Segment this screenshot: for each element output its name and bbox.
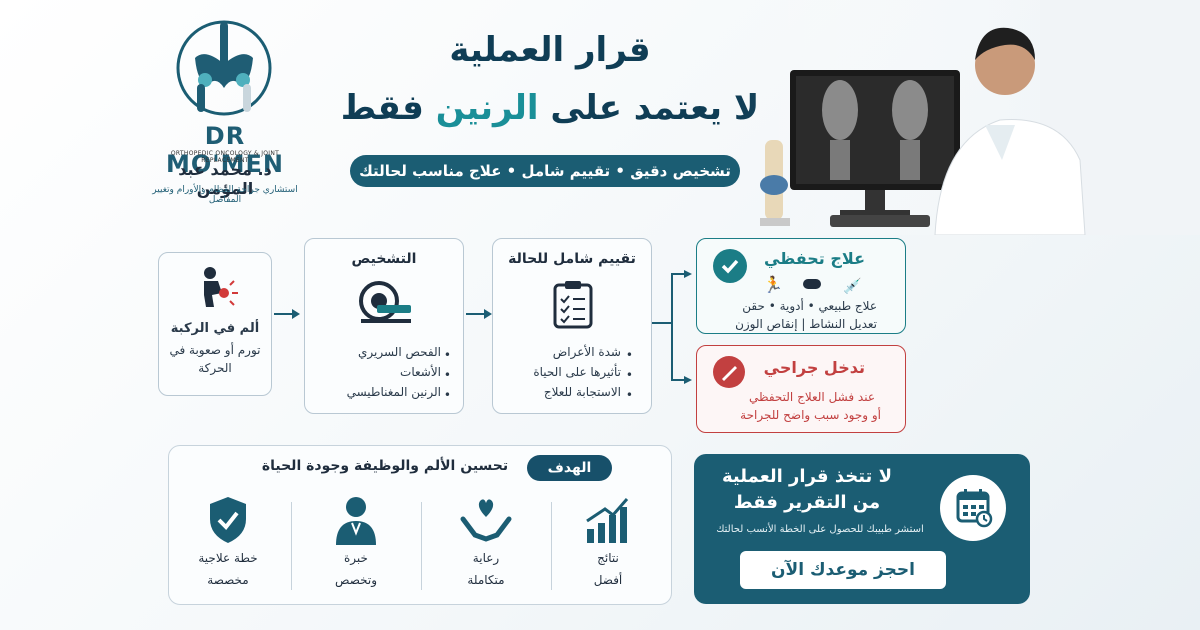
surgical-title: تدخل جراحي [763, 358, 865, 377]
headline-line1: قرار العملية [449, 30, 651, 70]
calendar-icon [940, 475, 1006, 541]
doctor-description: استشاري جراحة العظام والأورام وتغيير الم… [152, 185, 298, 205]
diagnosis-list: الفحص السريري الأشعات الرنين المغناطيسي [321, 345, 441, 405]
diagnosis-box: التشخيص الفحص السريري الأشعات الرنين الم… [304, 238, 464, 414]
goal-item-better-results: نتائج أفضل [548, 495, 668, 589]
goal-item-line2: وتخصص [335, 573, 377, 587]
surgical-line1: عند فشل العلاج التحفظي [748, 390, 875, 404]
assessment-item: شدة الأعراض [552, 345, 621, 359]
headline-accent: الرنين [435, 88, 539, 128]
diagnosis-item: الأشعات [400, 365, 441, 379]
assessment-bullets: ••• [625, 348, 633, 402]
assessment-box: تقييم شامل للحالة شدة الأعراض تأثيرها عل… [492, 238, 652, 414]
goal-item-integrated-care: رعاية متكاملة [426, 495, 546, 589]
diagnosis-bullets: ••• [443, 348, 451, 402]
doctor-icon [296, 495, 416, 545]
book-appointment-button[interactable]: احجز موعدك الآن [740, 551, 946, 589]
logo-subtitle: ORTHOPEDIC ONCOLOGY & JOINT REPLACEMENT [170, 150, 280, 164]
goal-item-line2: متكاملة [467, 573, 505, 587]
conservative-line2: تعديل النشاط | إنقاص الوزن [735, 317, 877, 331]
conservative-line1: علاج طبيعي • أدوية • حقن [742, 299, 877, 313]
goal-text: تحسين الألم والوظيفة وجودة الحياة [261, 458, 509, 474]
heart-hands-icon [426, 495, 546, 545]
goal-item-line1: خطة علاجية [198, 551, 258, 565]
shield-check-icon [168, 495, 288, 545]
goal-item-line2: مخصصة [207, 573, 249, 587]
goal-divider [551, 502, 552, 590]
goal-item-custom-plan: خطة علاجية مخصصة [168, 495, 288, 589]
diagnosis-title: التشخيص [351, 251, 417, 267]
doctor-name: د. محمد عبد المؤمن [178, 160, 272, 198]
symptoms-box: ألم في الركبة تورم أو صعوبة في الحركة [158, 252, 272, 396]
conservative-treatment-box: علاج تحفظي 🏃 💉 علاج طبيعي • أدوية • حقن … [696, 238, 906, 334]
check-icon [713, 249, 747, 283]
assessment-list: شدة الأعراض تأثيرها على الحياة الاستجابة… [501, 345, 621, 405]
cta-subtitle: استشر طبيبك للحصول على الخطة الأنسب لحال… [716, 524, 924, 535]
conservative-title: علاج تحفظي [763, 249, 865, 268]
cta-title: لا تتخذ قرار العملية من التقرير فقط [712, 464, 902, 516]
symptom-line2: تورم أو صعوبة في [169, 343, 261, 357]
diagnosis-item: الرنين المغناطيسي [346, 385, 441, 399]
growth-chart-icon [548, 495, 668, 545]
goal-divider [421, 502, 422, 590]
syringe-icon: 💉 [843, 277, 862, 295]
branch-connector [652, 270, 692, 385]
goal-item-line1: رعاية [472, 551, 500, 565]
goal-divider [291, 502, 292, 590]
treatment-icons: 🏃 💉 [763, 275, 873, 295]
cta-title-line1: لا تتخذ قرار العملية [722, 466, 892, 487]
symptom-line1: ألم في الركبة [170, 321, 260, 336]
symptom-line3: الحركة [198, 361, 232, 375]
flow-arrow-2 [466, 309, 492, 319]
clipboard-icon [551, 279, 595, 329]
mri-scanner-icon [357, 279, 413, 327]
running-icon: 🏃 [763, 275, 783, 294]
doctor-illustration [740, 0, 1200, 235]
assessment-item: الاستجابة للعلاج [543, 385, 621, 399]
surgical-intervention-box: تدخل جراحي عند فشل العلاج التحفظي أو وجو… [696, 345, 906, 433]
headline-part-b: فقط [340, 88, 436, 128]
flow-arrow-1 [274, 309, 300, 319]
logo-mark [175, 18, 273, 118]
surgical-line2: أو وجود سبب واضح للجراحة [740, 408, 881, 422]
assessment-title: تقييم شامل للحالة [508, 251, 636, 267]
diagnosis-item: الفحص السريري [358, 345, 441, 359]
goal-item-expertise: خبرة وتخصص [296, 495, 416, 589]
headline-part-a: لا يعتمد على [538, 88, 760, 128]
scalpel-icon [713, 356, 745, 388]
goal-badge: الهدف [527, 455, 612, 481]
headline-line2: لا يعتمد على الرنين فقط [340, 88, 760, 128]
goal-item-line1: نتائج [597, 551, 619, 565]
assessment-item: تأثيرها على الحياة [533, 365, 621, 379]
goal-item-line2: أفضل [593, 573, 623, 587]
pill-icon [803, 279, 821, 289]
knee-pain-icon [192, 265, 240, 313]
cta-title-line2: من التقرير فقط [733, 492, 881, 513]
tagline-pill: تشخيص دقيق • تقييم شامل • علاج مناسب لحا… [350, 155, 740, 187]
goal-item-line1: خبرة [344, 551, 368, 565]
logo-title: DR MO'MEN [166, 122, 284, 178]
